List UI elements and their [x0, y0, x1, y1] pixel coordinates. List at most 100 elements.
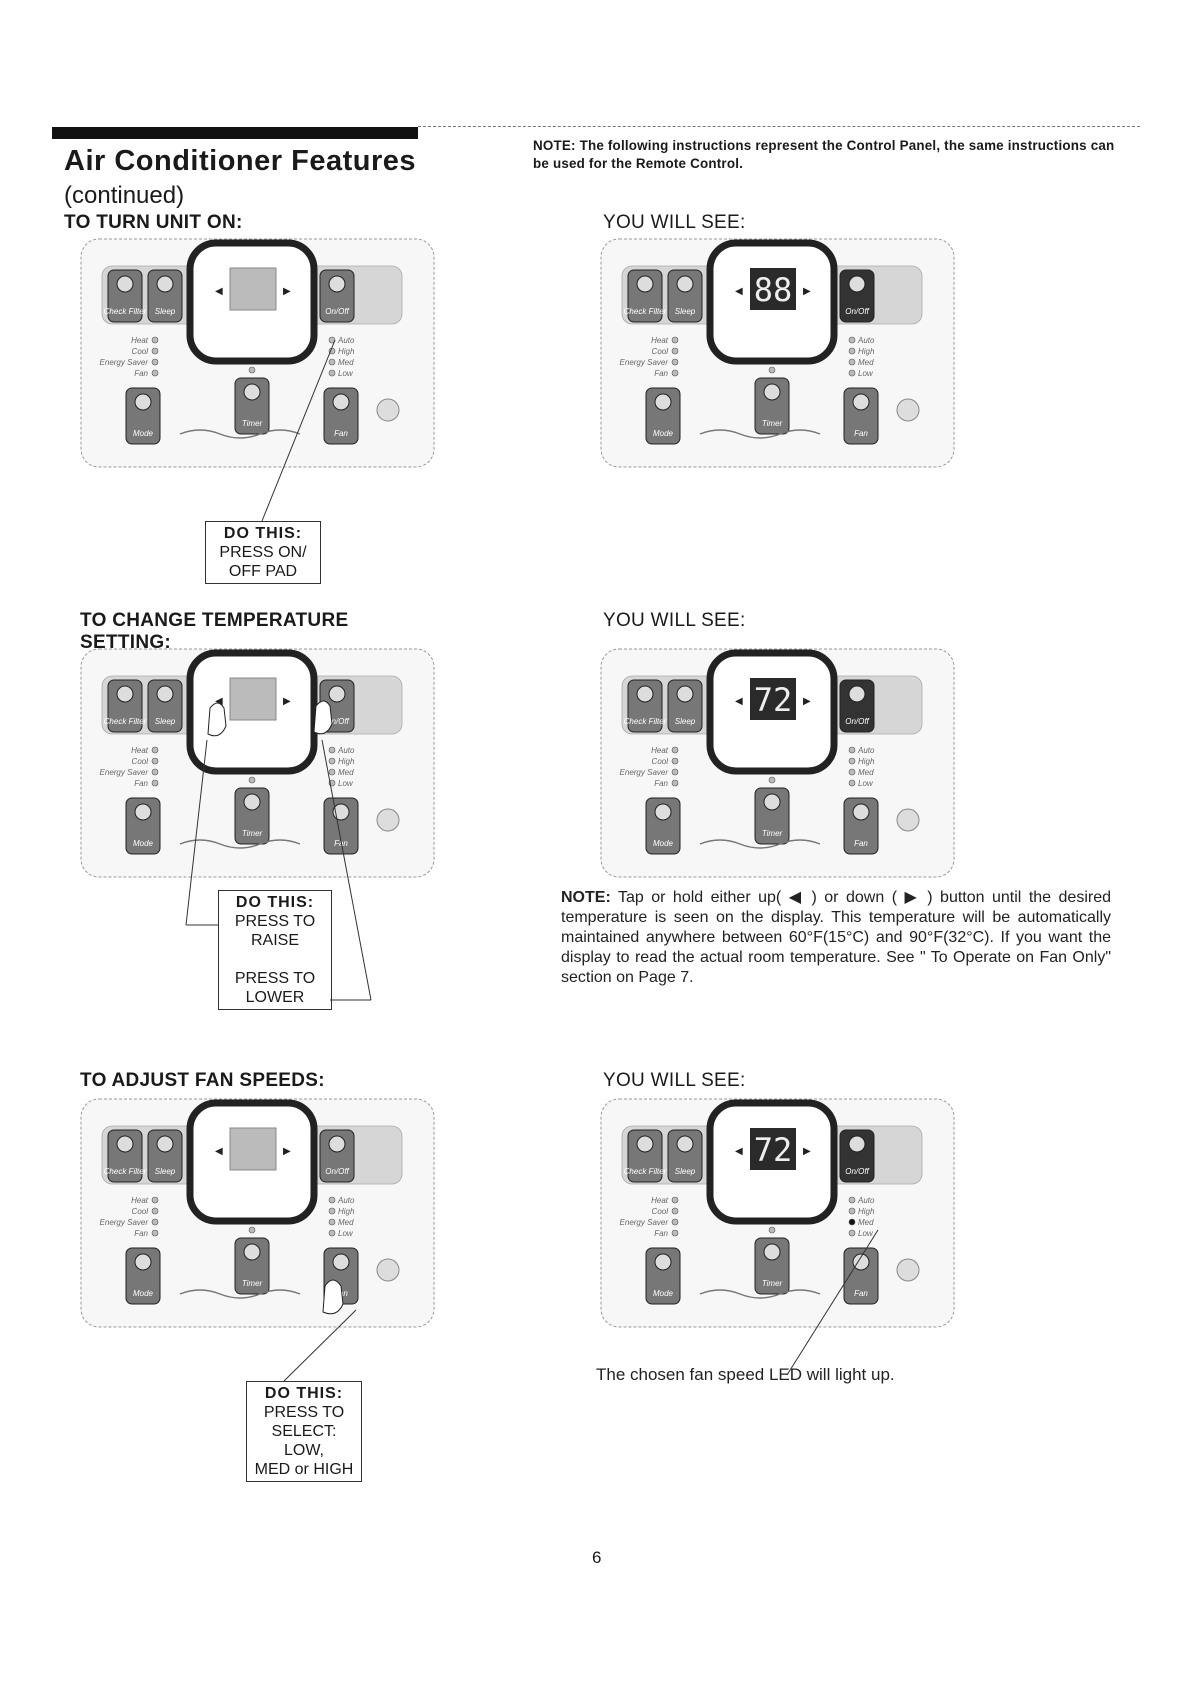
svg-text:Mode: Mode [133, 839, 154, 848]
timer-button: Timer [234, 787, 270, 845]
svg-text:Fan: Fan [854, 839, 868, 848]
svg-text:Auto: Auto [337, 1196, 355, 1205]
display-screen [229, 1127, 277, 1171]
left-arrow-icon: ◀ [735, 1146, 743, 1157]
speed-led-3: Low [848, 1229, 874, 1238]
mode-led-3: Fan [654, 369, 679, 378]
right-arrow-icon: ▶ [283, 696, 291, 707]
speed-led-2: Med [848, 358, 874, 367]
svg-text:Low: Low [338, 369, 354, 378]
brand-logo [179, 1289, 301, 1299]
on-off-button: On/Off [839, 679, 875, 733]
check-filter-button: Check Filter [624, 679, 667, 733]
section-3-heading: TO ADJUST FAN SPEEDS: [80, 1070, 325, 1091]
section-1-you-will-see: YOU WILL SEE: [603, 212, 746, 233]
svg-text:Med: Med [858, 768, 874, 777]
control-panel-3-after: 72 ◀ ▶ Check Filter Sleep On/Off Heat Co… [600, 1098, 955, 1330]
timer-button: Timer [234, 1237, 270, 1295]
timer-led [768, 366, 776, 374]
section-3-you-will-see: YOU WILL SEE: [603, 1070, 746, 1091]
speed-led-2: Med [328, 768, 354, 777]
check-filter-button: Check Filter [624, 269, 667, 323]
sleep-button: Sleep [667, 269, 703, 323]
svg-text:Cool: Cool [132, 347, 149, 356]
mode-led-3: Fan [654, 1229, 679, 1238]
brand-logo [699, 1289, 821, 1299]
svg-text:Med: Med [338, 768, 354, 777]
svg-text:Timer: Timer [762, 829, 783, 838]
svg-text:On/Off: On/Off [325, 1167, 349, 1176]
page-number: 6 [592, 1548, 602, 1567]
mode-led-0: Heat [651, 336, 679, 345]
svg-text:Energy Saver: Energy Saver [620, 768, 669, 777]
on-off-button: On/Off [319, 1129, 355, 1183]
sensor-icon [376, 808, 400, 832]
timer-button: Timer [234, 377, 270, 435]
control-panel-2-before: ◀ ▶ Check Filter Sleep On/Off Heat Cool … [80, 648, 435, 880]
on-off-button: On/Off [839, 1129, 875, 1183]
timer-led [768, 1226, 776, 1234]
svg-text:Sleep: Sleep [675, 307, 696, 316]
do-this-line: LOWER [245, 989, 305, 1006]
speed-led-3: Low [848, 779, 874, 788]
brand-logo [179, 429, 301, 439]
mode-button: Mode [125, 387, 161, 445]
svg-text:High: High [338, 1207, 355, 1216]
svg-text:On/Off: On/Off [325, 717, 349, 726]
display-screen [229, 677, 277, 721]
svg-text:Cool: Cool [652, 1207, 669, 1216]
mode-led-0: Heat [651, 1196, 679, 1205]
svg-text:Cool: Cool [132, 1207, 149, 1216]
do-this-line: PRESS TO [263, 1404, 345, 1421]
right-arrow-icon: ▶ [803, 696, 811, 707]
svg-text:Heat: Heat [651, 746, 669, 755]
fan-button: Fan [843, 387, 879, 445]
leader-line [261, 339, 336, 522]
sensor-icon [896, 808, 920, 832]
svg-text:Auto: Auto [337, 746, 355, 755]
svg-text:Timer: Timer [762, 1279, 783, 1288]
timer-button: Timer [754, 787, 790, 845]
svg-text:Timer: Timer [242, 829, 263, 838]
svg-text:Mode: Mode [653, 839, 674, 848]
sleep-button: Sleep [147, 1129, 183, 1183]
do-this-label: DO THIS: [264, 1385, 344, 1402]
fan-button: Fan [843, 797, 879, 855]
display-screen [750, 268, 796, 310]
svg-text:High: High [858, 347, 875, 356]
do-this-line: PRESS TO [234, 913, 316, 930]
do-this-label: DO THIS: [235, 894, 315, 911]
speed-led-1: High [848, 1207, 875, 1216]
page-subtitle: (continued) [64, 182, 185, 209]
svg-text:Auto: Auto [857, 746, 875, 755]
svg-text:Fan: Fan [334, 429, 348, 438]
speed-led-1: High [848, 347, 875, 356]
left-arrow-icon: ◀ [215, 1146, 223, 1157]
display-digits: 72 [754, 681, 793, 719]
svg-text:Fan: Fan [654, 369, 668, 378]
mode-led-1: Cool [652, 757, 679, 766]
mode-led-1: Cool [132, 757, 159, 766]
svg-text:On/Off: On/Off [325, 307, 349, 316]
section-3-caption: The chosen fan speed LED will light up. [596, 1365, 895, 1384]
svg-text:Energy Saver: Energy Saver [100, 358, 149, 367]
hand-pointer-icon [313, 700, 333, 735]
svg-text:Cool: Cool [132, 757, 149, 766]
svg-text:Fan: Fan [134, 369, 148, 378]
header-note: NOTE: The following instructions represe… [533, 138, 1115, 171]
check-filter-button: Check Filter [624, 1129, 667, 1183]
control-panel-2-after: 72 ◀ ▶ Check Filter Sleep On/Off Heat Co… [600, 648, 955, 880]
svg-text:Heat: Heat [131, 336, 149, 345]
svg-text:Fan: Fan [654, 1229, 668, 1238]
svg-text:Heat: Heat [131, 746, 149, 755]
svg-text:Timer: Timer [242, 1279, 263, 1288]
on-off-button: On/Off [319, 269, 355, 323]
sensor-icon [376, 1258, 400, 1282]
speed-led-2: Med [328, 1218, 354, 1227]
svg-text:Mode: Mode [653, 429, 674, 438]
svg-text:Sleep: Sleep [155, 307, 176, 316]
speed-led-1: High [328, 757, 355, 766]
speed-led-0: Auto [328, 1196, 355, 1205]
left-arrow-icon: ◀ [215, 696, 223, 707]
